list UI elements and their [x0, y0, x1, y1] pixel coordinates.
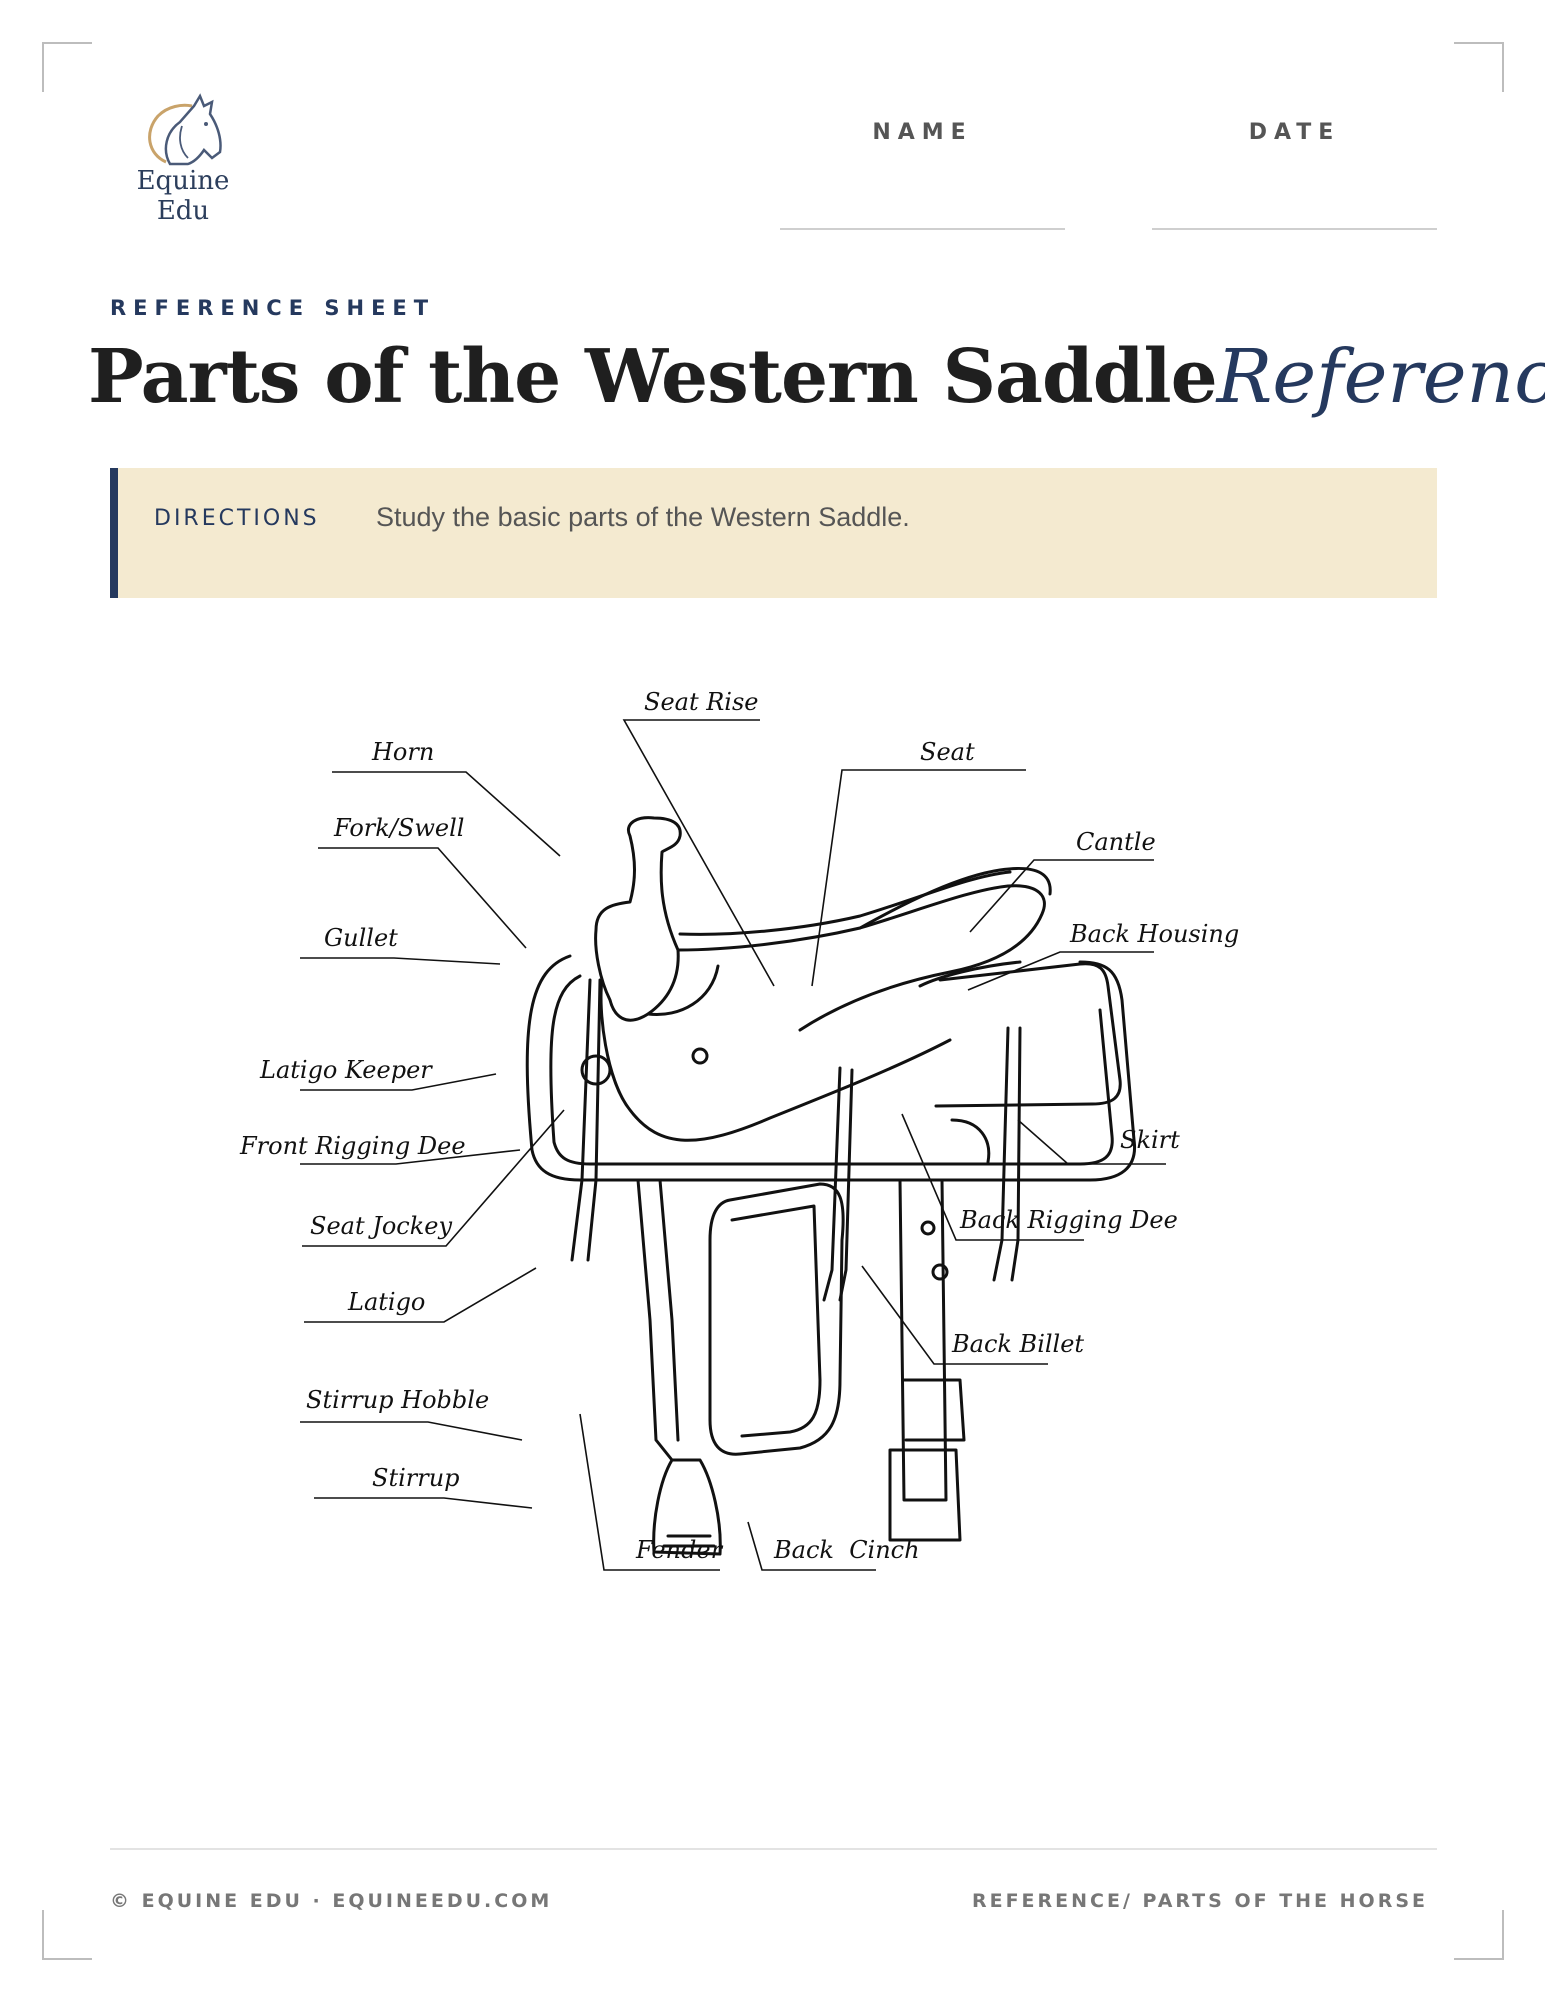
date-line [1152, 228, 1437, 230]
crop-mark-bottom-right [1454, 1910, 1504, 1960]
name-field[interactable]: NAME [780, 120, 1065, 230]
date-label: DATE [1248, 120, 1341, 145]
date-field[interactable]: DATE [1152, 120, 1437, 230]
label-fender: Fender [636, 1536, 723, 1564]
kicker-label: REFERENCE SHEET [110, 296, 436, 320]
label-skirt: Skirt [1120, 1126, 1180, 1154]
label-horn: Horn [372, 738, 435, 766]
label-latigo-keeper: Latigo Keeper [260, 1056, 432, 1084]
horse-head-icon [148, 93, 222, 166]
label-seat-rise: Seat Rise [644, 688, 759, 716]
label-back-housing: Back Housing [1070, 920, 1240, 948]
label-stirrup-hobble: Stirrup Hobble [306, 1386, 490, 1414]
footer-section: REFERENCE/ PARTS OF THE HORSE [971, 1890, 1428, 1912]
saddle-diagram: Seat Rise Horn Seat Fork/Swell Cantle Gu… [240, 680, 1350, 1610]
page-title: Parts of the Western SaddleReference [88, 334, 1545, 420]
title-accent: Reference [1216, 334, 1545, 420]
name-label: NAME [872, 120, 973, 145]
directions-text: Study the basic parts of the Western Sad… [376, 502, 910, 532]
crop-mark-top-right [1454, 42, 1504, 92]
footer-copyright: © EQUINE EDU · EQUINEEDU.COM [110, 1890, 553, 1912]
footer-divider [110, 1848, 1437, 1850]
directions-box: DIRECTIONS Study the basic parts of the … [110, 468, 1437, 598]
label-cantle: Cantle [1076, 828, 1156, 856]
brand-name: Equine Edu [136, 166, 230, 226]
crop-mark-bottom-left [42, 1910, 92, 1960]
label-gullet: Gullet [324, 924, 398, 952]
label-seat: Seat [920, 738, 975, 766]
label-stirrup: Stirrup [372, 1464, 460, 1492]
label-back-billet: Back Billet [952, 1330, 1085, 1358]
label-back-cinch: Back Cinch [774, 1536, 920, 1564]
directions-label: DIRECTIONS [154, 506, 320, 531]
label-front-rigging-dee: Front Rigging Dee [240, 1132, 466, 1160]
label-seat-jockey: Seat Jockey [310, 1212, 453, 1240]
label-back-rigging-dee: Back Rigging Dee [960, 1206, 1178, 1234]
crop-mark-top-left [42, 42, 92, 92]
label-fork-swell: Fork/Swell [334, 814, 465, 842]
title-main: Parts of the Western Saddle [88, 334, 1218, 420]
brand-logo: Equine Edu [108, 92, 258, 226]
name-line [780, 228, 1065, 230]
saddle-illustration [300, 719, 1166, 1571]
label-latigo: Latigo [348, 1288, 426, 1316]
